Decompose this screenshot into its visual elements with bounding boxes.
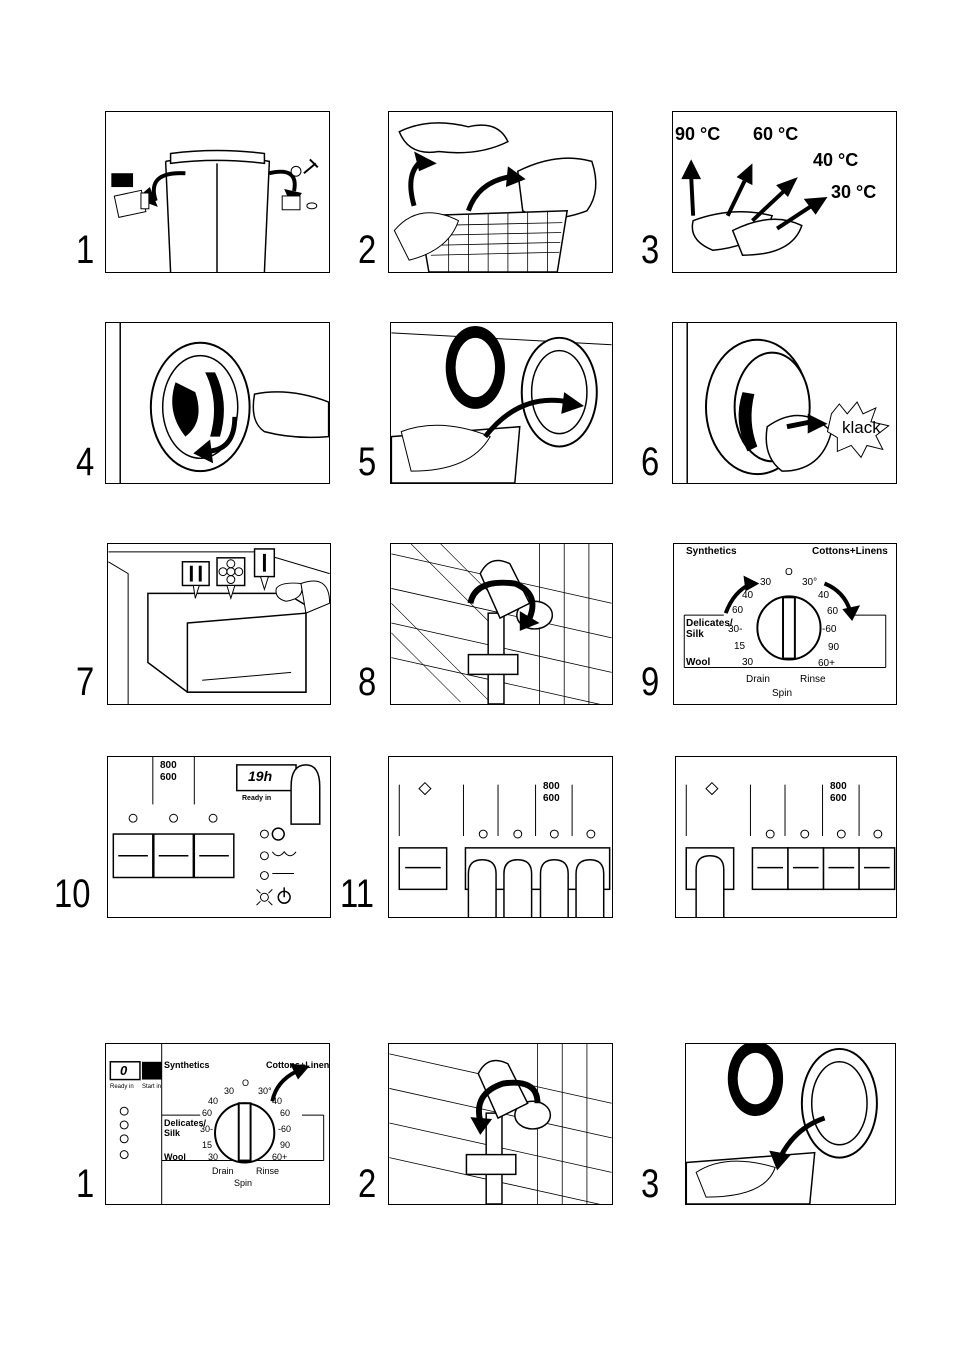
b1-n90: 90 — [280, 1140, 290, 1150]
b1-wool: Wool — [164, 1152, 186, 1162]
b1-n30c: 30 — [208, 1152, 218, 1162]
b1-top0: O — [242, 1078, 249, 1088]
tap-open-illustration — [391, 544, 612, 704]
dial-n60c: -60 — [822, 624, 836, 635]
p12-600: 600 — [830, 793, 847, 804]
panel-empty-pockets — [105, 111, 330, 273]
dial-top0: O — [785, 567, 793, 578]
step-number-1: 1 — [76, 230, 94, 270]
dial-n30b: 30- — [728, 624, 742, 635]
step-number-b2: 2 — [358, 1164, 376, 1204]
step-number-2: 2 — [358, 230, 376, 270]
b1-display: 0 — [120, 1063, 127, 1078]
p11-800: 800 — [543, 781, 560, 792]
b1-synthetics: Synthetics — [164, 1060, 210, 1070]
b1-drain: Drain — [212, 1166, 234, 1176]
b1-cottons: Cottons+Linens — [266, 1060, 330, 1070]
step-number-8: 8 — [358, 662, 376, 702]
opt-600: 600 — [160, 772, 177, 783]
dial-delicates: Delicates/ — [686, 618, 733, 629]
klack-label: klack — [842, 418, 881, 438]
b1-n30a: 30 — [224, 1086, 234, 1096]
panel-close-door: klack — [672, 322, 897, 484]
step-number-4: 4 — [76, 442, 94, 482]
options-illustration — [108, 757, 330, 917]
dial-n90: 90 — [828, 642, 839, 653]
b1-n60c: -60 — [278, 1124, 291, 1134]
b1-n30b: 30- — [200, 1124, 213, 1134]
door-close-illustration — [673, 323, 896, 483]
b1-n15: 15 — [202, 1140, 212, 1150]
dial-n30a: 30 — [760, 577, 771, 588]
dial-silk: Silk — [686, 629, 704, 640]
display-19h: 19h — [248, 768, 272, 784]
laundry-basket-illustration — [389, 112, 612, 272]
b1-n40b: 40 — [272, 1096, 282, 1106]
dial-n40b: 40 — [818, 590, 829, 601]
dial-spin: Spin — [772, 688, 792, 699]
dial-n30d: 30° — [802, 577, 817, 588]
dial-synthetics: Synthetics — [686, 546, 737, 557]
panel-options: 800 600 19h Ready in — [107, 756, 331, 918]
trousers-illustration — [106, 112, 329, 272]
door-open-illustration — [106, 323, 329, 483]
dial-n60a: 60 — [732, 605, 743, 616]
label-40c: 40 °C — [813, 150, 858, 171]
dial-n40a: 40 — [742, 590, 753, 601]
panel-temperatures: 90 °C 60 °C 40 °C 30 °C — [672, 111, 897, 273]
loading-illustration — [391, 323, 612, 483]
step-number-7: 7 — [76, 662, 94, 702]
panel-open-door — [105, 322, 330, 484]
b1-n60b: 60 — [280, 1108, 290, 1118]
dial-n15: 15 — [734, 641, 745, 652]
panel-bottom-close-tap — [388, 1043, 613, 1205]
dial-n60plus: 60+ — [818, 658, 835, 669]
dial-n30c: 30 — [742, 657, 753, 668]
step-number-5: 5 — [358, 442, 376, 482]
tap-close-illustration — [389, 1044, 612, 1204]
opt-800: 800 — [160, 760, 177, 771]
step-number-3: 3 — [641, 230, 659, 270]
dial-n60b: 60 — [827, 606, 838, 617]
dial-cottons: Cottons+Linens — [812, 546, 888, 557]
p11-600: 600 — [543, 793, 560, 804]
label-30c: 30 °C — [831, 182, 876, 203]
b1-rinse: Rinse — [256, 1166, 279, 1176]
label-60c: 60 °C — [753, 124, 798, 145]
press-buttons-illustration — [389, 757, 612, 917]
step-number-b1: 1 — [76, 1164, 94, 1204]
press-start-illustration — [676, 757, 896, 917]
panel-bottom-unload — [685, 1043, 896, 1205]
step-number-10: 10 — [54, 874, 90, 914]
b1-n60a: 60 — [202, 1108, 212, 1118]
b1-start: Start in — [142, 1084, 161, 1090]
step-number-11: 11 — [340, 874, 374, 914]
panel-press-buttons: 800 600 — [388, 756, 613, 918]
b1-n30d: 30° — [258, 1086, 272, 1096]
panel-load-laundry — [390, 322, 613, 484]
panel-press-start: 800 600 — [675, 756, 897, 918]
label-90c: 90 °C — [675, 124, 720, 145]
panel-open-tap — [390, 543, 613, 705]
b1-n40a: 40 — [208, 1096, 218, 1106]
panel-bottom-dial-off: 0 Ready in Start in Synthetics Cottons+L… — [105, 1043, 330, 1205]
b1-n60plus: 60+ — [272, 1152, 287, 1162]
dial-wool: Wool — [686, 657, 710, 668]
p12-800: 800 — [830, 781, 847, 792]
unload-illustration — [686, 1044, 895, 1204]
dial-drain: Drain — [746, 674, 770, 685]
b1-silk: Silk — [164, 1128, 180, 1138]
step-number-9: 9 — [641, 662, 659, 702]
b1-ready: Ready in — [110, 1084, 134, 1090]
panel-sort-laundry — [388, 111, 613, 273]
panel-programme-dial: Synthetics Cottons+Linens Delicates/ Sil… — [673, 543, 897, 705]
step-number-b3: 3 — [641, 1164, 659, 1204]
dial-rinse: Rinse — [800, 674, 826, 685]
ready-in-label: Ready in — [242, 795, 271, 802]
step-number-6: 6 — [641, 442, 659, 482]
b1-spin: Spin — [234, 1178, 252, 1188]
drawer-illustration — [108, 544, 330, 704]
panel-detergent-drawer — [107, 543, 331, 705]
